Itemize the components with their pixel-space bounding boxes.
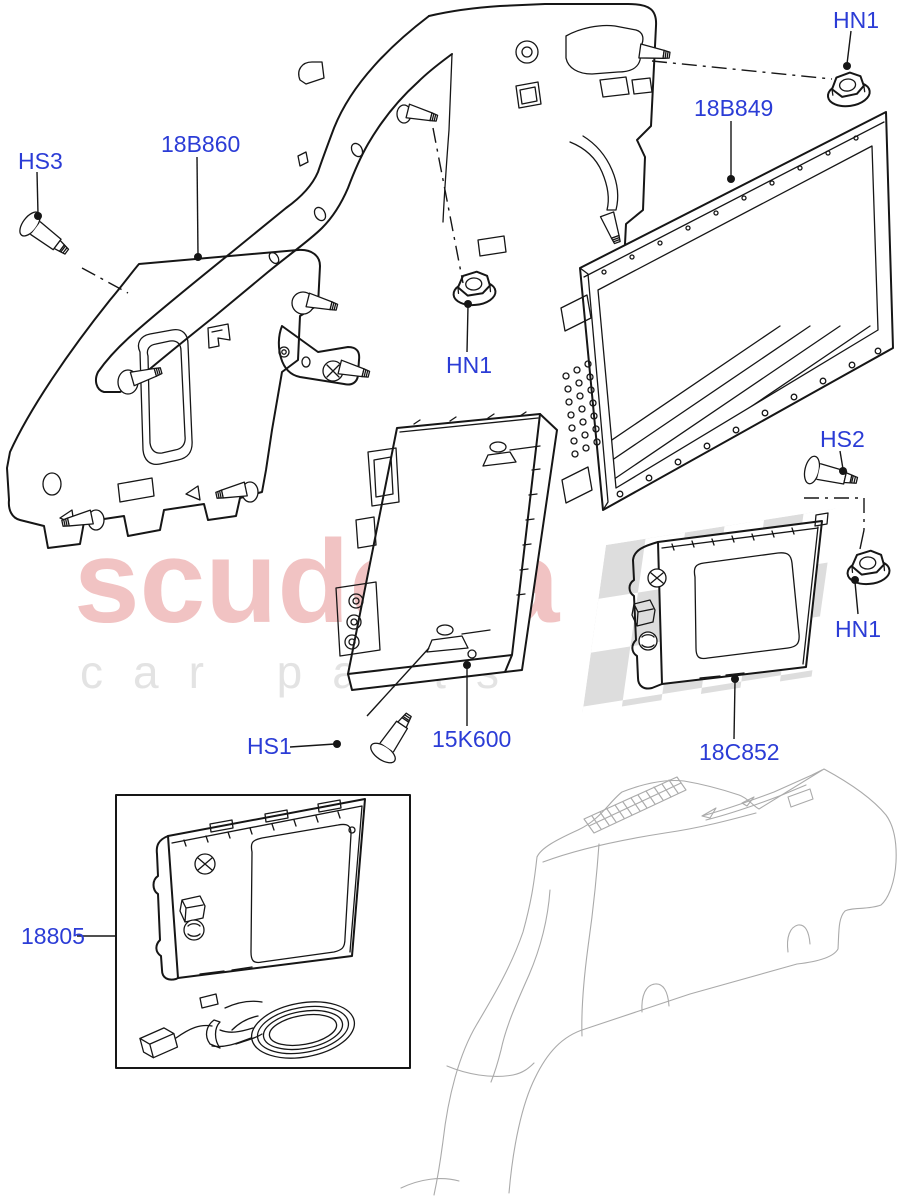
leader-lines <box>34 30 865 937</box>
callout-hn1-top: HN1 <box>833 7 879 33</box>
panel-perforated-strip <box>560 294 601 504</box>
callout-18805: 18805 <box>21 923 85 949</box>
callout-hs2: HS2 <box>820 426 865 452</box>
callout-hn1-mid: HN1 <box>446 352 492 378</box>
kit-18805-box <box>115 794 411 1069</box>
callout-18b849: 18B849 <box>694 95 773 121</box>
hs3-screw <box>15 207 76 264</box>
kit-harness-cable-drawing <box>139 993 356 1059</box>
hs2-screw <box>801 454 861 495</box>
callout-15k600: 15K600 <box>432 726 511 752</box>
trim-speaker-grille <box>583 776 687 834</box>
hn1-nut-middle <box>450 269 498 308</box>
kit-module-drawing <box>152 798 366 981</box>
panel-rivets <box>601 135 882 498</box>
trim-finisher-strip <box>701 769 823 821</box>
module-18c852-drawing <box>628 512 829 690</box>
quarter-trim-panel-ghost <box>400 768 897 1196</box>
bracket-18b860-drawing <box>6 248 372 549</box>
hs1-screw <box>366 706 421 768</box>
part-callouts: HS3 18B860 HN1 18B849 HN1 HS2 HN1 15K600… <box>18 7 881 949</box>
callout-hs3: HS3 <box>18 148 63 174</box>
upper-bracket-assembly <box>95 3 672 393</box>
hn1-nut-top <box>824 69 873 110</box>
callout-hs1: HS1 <box>247 733 292 759</box>
callout-18b860: 18B860 <box>161 131 240 157</box>
callout-hn1-right: HN1 <box>835 616 881 642</box>
callout-18c852: 18C852 <box>699 739 780 765</box>
